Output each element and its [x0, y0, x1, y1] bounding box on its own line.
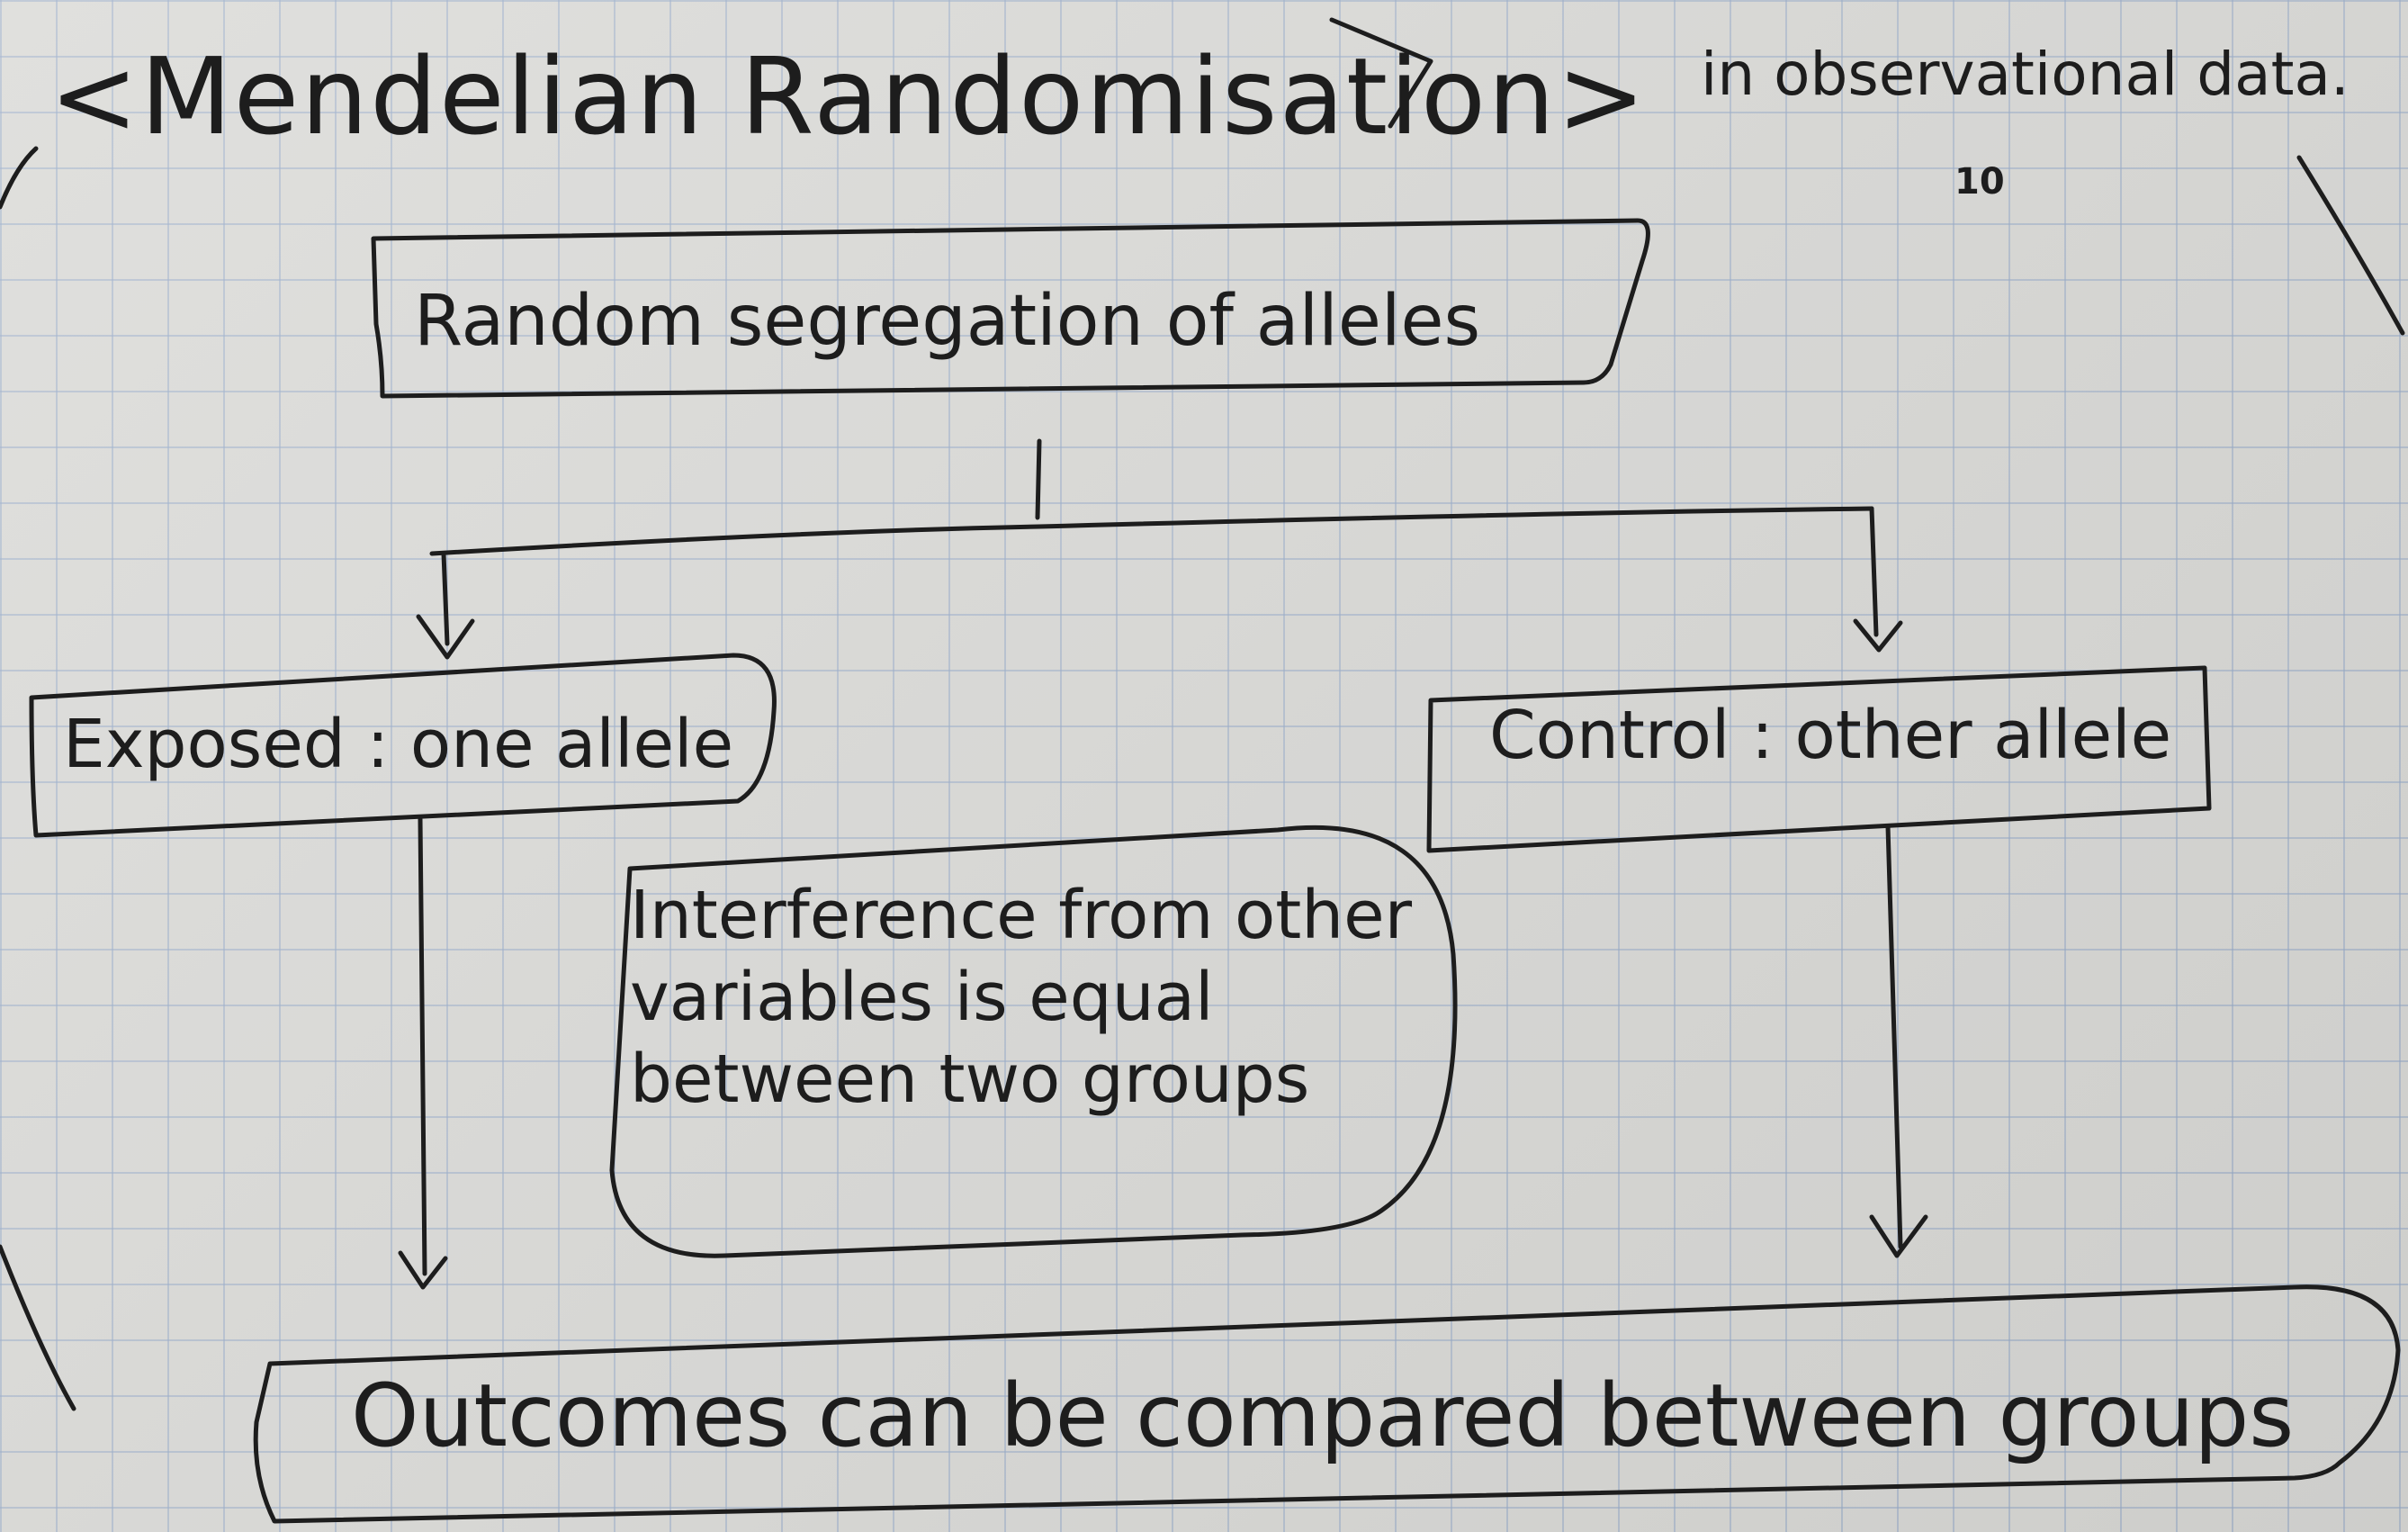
connector-top-stem — [1035, 438, 1042, 520]
corner-mark: 10 — [1954, 161, 2005, 203]
margin-curve-left-top — [0, 146, 39, 210]
random-segregation-box — [371, 218, 1650, 399]
arrow-to-exposed — [441, 551, 450, 646]
arrow-exposed-to-outcomes — [418, 816, 427, 1276]
margin-curve-left-bottom — [0, 1244, 76, 1411]
connector-split-bar — [429, 506, 1874, 556]
arrow-control-to-outcomes-head — [1869, 1214, 1928, 1258]
arrow-control-to-outcomes — [1885, 824, 1903, 1249]
diagram-title: <Mendelian Randomisation> — [49, 34, 1648, 158]
margin-curve-right — [2296, 155, 2405, 336]
random-segregation-label: Random segregation of alleles — [414, 281, 1481, 362]
arrow-exposed-to-outcomes-head — [398, 1250, 448, 1290]
margin-note: in observational data. — [1701, 40, 2350, 109]
interference-label: Interference from other variables is equ… — [630, 877, 1413, 1119]
outcomes-box — [253, 1284, 2401, 1524]
interference-box — [609, 825, 1458, 1258]
arrow-to-control-head — [1853, 618, 1903, 653]
title-bracket-decoration — [1329, 17, 1433, 129]
arrow-to-control — [1869, 506, 1879, 637]
exposed-box — [29, 653, 777, 838]
arrow-to-exposed-head — [416, 614, 475, 660]
exposed-label: Exposed : one allele — [63, 706, 734, 783]
outcomes-label: Outcomes can be compared between groups — [351, 1365, 2295, 1466]
control-box — [1426, 665, 2212, 853]
control-label: Control : other allele — [1489, 697, 2172, 774]
